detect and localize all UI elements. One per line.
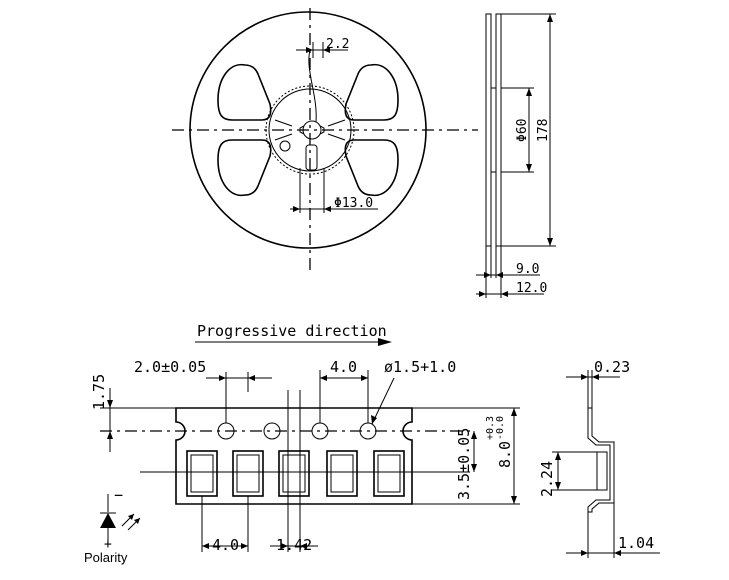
- dim-hole-pitch: 4.0: [330, 358, 357, 376]
- dim-arrow: [306, 47, 330, 53]
- tape-outline: [175, 407, 413, 505]
- pocket-outer: [278, 450, 310, 497]
- dim-arrow: [371, 415, 377, 424]
- dim-edge: 1.75: [90, 374, 108, 410]
- dim-width-inner: 9.0: [516, 262, 539, 277]
- pocket: [326, 450, 358, 497]
- pocket-inner: [330, 454, 354, 493]
- pocket: [186, 450, 218, 497]
- reel-side-flange-right: [495, 13, 502, 247]
- reel-window-top-right: [344, 63, 399, 121]
- reel-slot: [305, 144, 318, 171]
- reel-side-view: Φ60 178 9.0 12.0: [476, 13, 556, 298]
- reel-window-bottom-left: [217, 139, 272, 197]
- dim-inner-diameter: Φ60: [515, 119, 530, 142]
- polarity-symbol: − + Polarity: [84, 486, 141, 565]
- dim-arrow: [107, 400, 113, 439]
- pocket-inner: [377, 454, 401, 493]
- progressive-direction-label: Progressive direction: [197, 322, 387, 340]
- polarity-label: Polarity: [84, 550, 128, 565]
- tape-profile: 0.23 2.24 1.04: [538, 358, 660, 558]
- dim-width-outer: 12.0: [516, 281, 547, 296]
- dim-arrow: [581, 374, 599, 380]
- reel-hub-spokes: [274, 119, 346, 141]
- dim-part-pitch: 4.0: [212, 536, 239, 554]
- dim-hole-diameter: ø1.5+1.0: [384, 358, 456, 376]
- pocket-outer: [373, 450, 405, 497]
- pocket-inner: [190, 454, 214, 493]
- tape-profile-part: [596, 451, 608, 491]
- polarity-minus: −: [114, 486, 123, 504]
- pocket-inner: [282, 454, 306, 493]
- dim-leader: [371, 377, 395, 425]
- reel-side-flange-left: [485, 13, 492, 247]
- dim-hub-diameter: Φ13.0: [334, 196, 373, 211]
- dim-center: 3.5±0.05: [455, 428, 473, 500]
- light-ray-arrow: [128, 514, 140, 524]
- dim-width-value: 8.0: [496, 441, 514, 468]
- reel-window-bottom-right: [344, 139, 399, 197]
- dim-width-tol-plus: +0.3: [485, 416, 496, 440]
- polarity-plus: +: [104, 537, 112, 552]
- direction-arrow-head: [378, 338, 392, 346]
- dim-arrow: [281, 543, 307, 549]
- diode-triangle-icon: [100, 513, 116, 528]
- carrier-tape: Progressive direction: [90, 322, 520, 554]
- dim-outer-diameter: 178: [536, 119, 551, 142]
- dim-thickness: 0.23: [594, 358, 630, 376]
- dim-arrow: [555, 452, 561, 490]
- pocket: [232, 450, 264, 497]
- reel-window-top-left: [217, 63, 272, 121]
- dim-width-tol-minus: -0.0: [495, 416, 506, 440]
- dim-depth: 1.04: [618, 534, 654, 552]
- dim-part-width: 1.42: [276, 536, 312, 554]
- pocket: [373, 450, 405, 497]
- pocket-inner: [236, 454, 260, 493]
- dim-arrow: [484, 272, 503, 278]
- dim-hub-width: 2.2: [326, 37, 349, 52]
- pocket-outer: [326, 450, 358, 497]
- dim-cavity: 2.24: [538, 461, 556, 497]
- reel-small-hole: [279, 140, 291, 152]
- reel-front-view: 2.2 Φ13.0: [172, 8, 478, 270]
- dim-hole-offset: 2.0±0.05: [134, 358, 206, 376]
- dim-arrow: [479, 291, 508, 297]
- sprocket-hole: [263, 422, 281, 440]
- pocket: [278, 450, 310, 497]
- reel-tape-lead: [308, 49, 317, 123]
- tape-profile-outline: [587, 407, 615, 513]
